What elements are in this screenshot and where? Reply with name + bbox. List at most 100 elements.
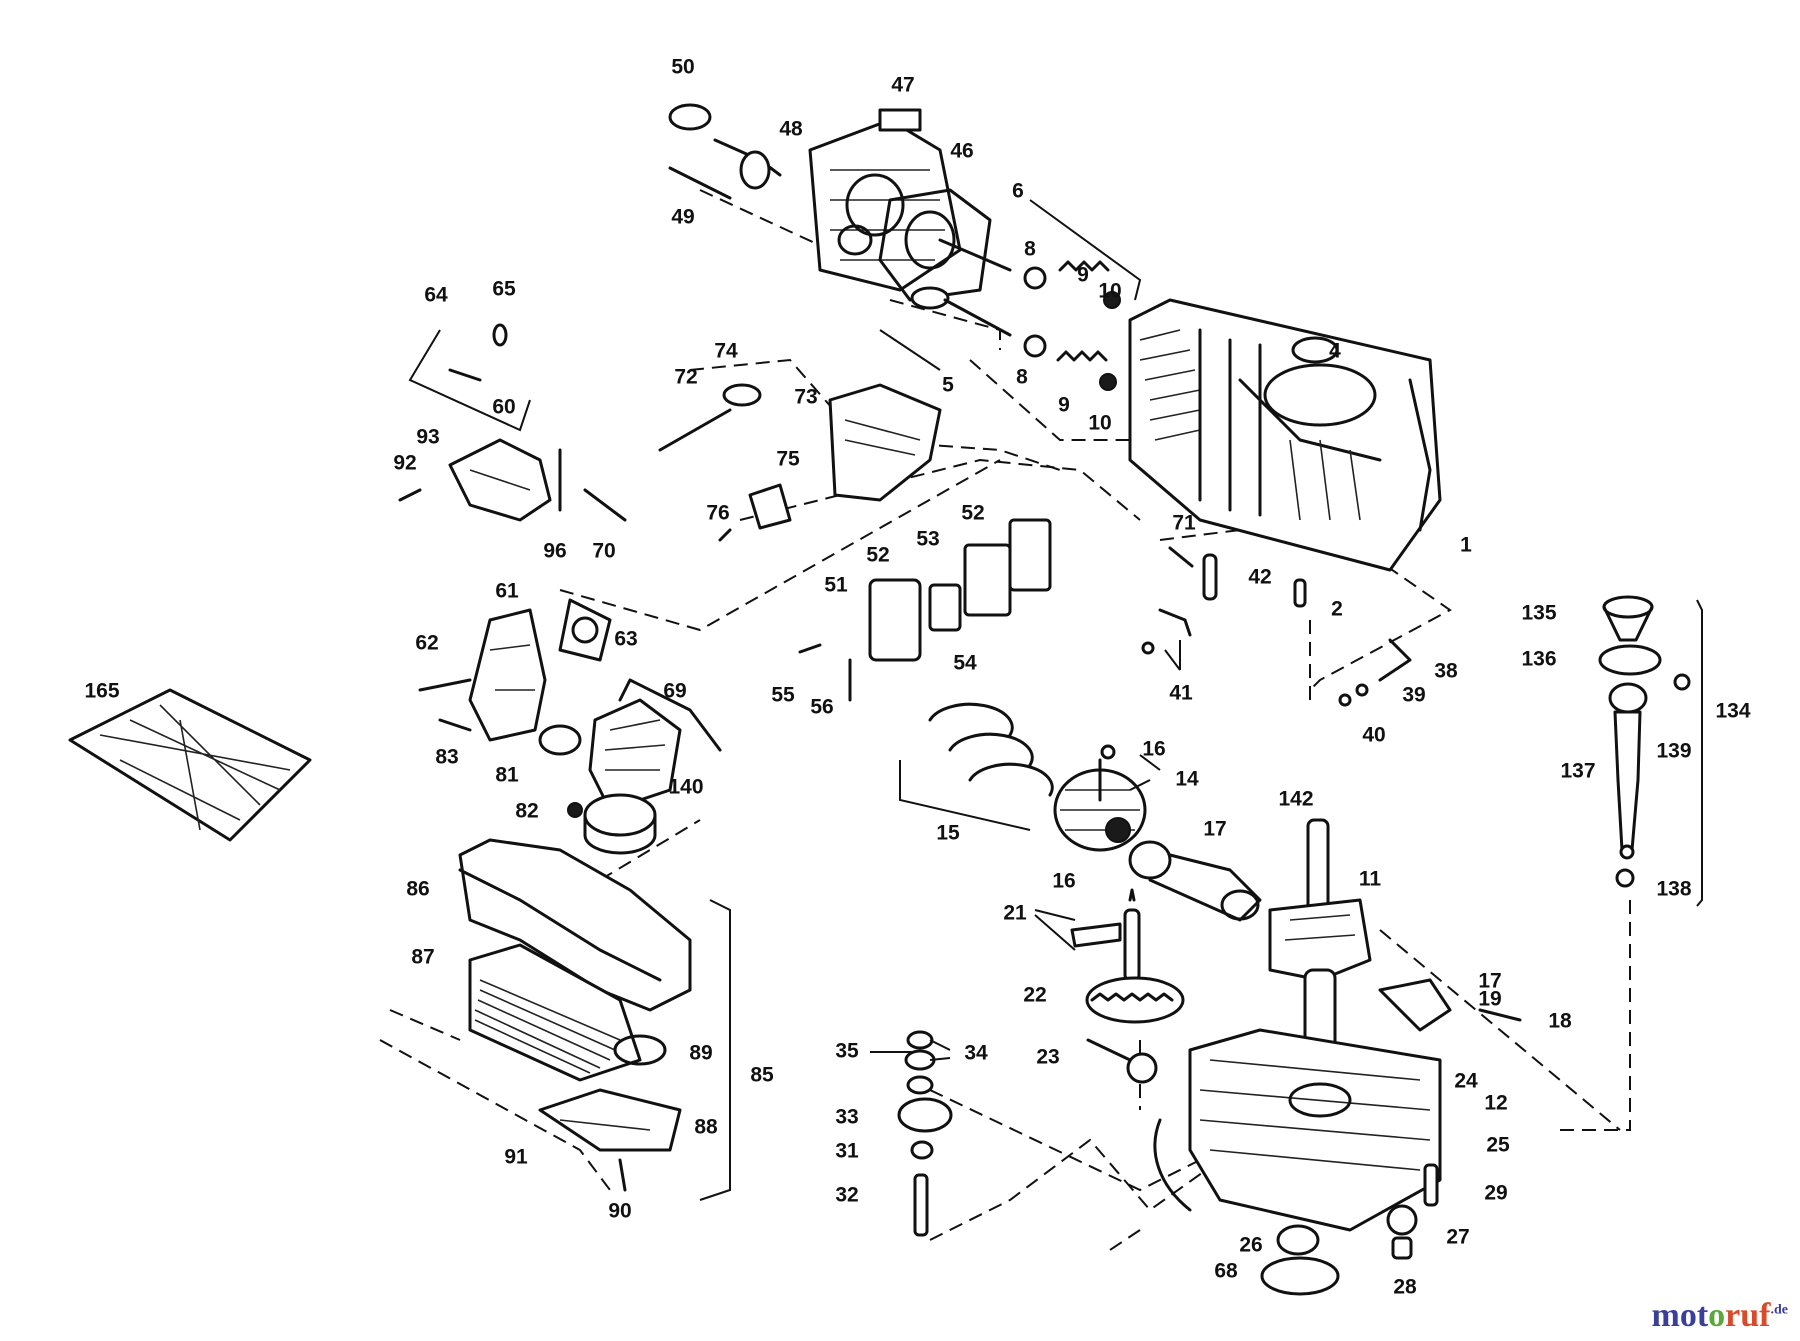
part-label-56: 56 — [810, 696, 833, 719]
valve-assembly-icon — [879, 199, 1142, 391]
breather-assembly-icon — [798, 518, 1052, 702]
piston-icon — [899, 702, 1161, 852]
part-label-11: 11 — [1359, 868, 1382, 891]
part-label-91: 91 — [504, 1146, 528, 1169]
part-label-81: 81 — [495, 764, 519, 787]
part-label-85: 85 — [750, 1064, 774, 1087]
part-label-68: 68 — [1214, 1260, 1238, 1283]
part-label-88: 88 — [694, 1116, 718, 1139]
part-label-165: 165 — [84, 680, 119, 703]
part-label-140: 140 — [668, 776, 703, 799]
part-label-39: 39 — [1402, 684, 1425, 707]
part-label-73: 73 — [794, 386, 817, 409]
part-label-42: 42 — [1248, 566, 1271, 589]
part-label-70: 70 — [592, 540, 615, 563]
part-label-17: 17 — [1478, 970, 1501, 993]
part-label-86: 86 — [406, 878, 429, 901]
governor-gear-icon — [870, 1030, 953, 1237]
part-label-1: 1 — [1460, 534, 1472, 557]
part-label-10: 10 — [1098, 280, 1121, 303]
part-label-49: 49 — [671, 206, 694, 229]
part-label-12: 12 — [1484, 1092, 1507, 1115]
cylinder-block-icon — [1128, 298, 1442, 572]
part-label-63: 63 — [614, 628, 637, 651]
part-label-35: 35 — [835, 1040, 859, 1063]
part-label-62: 62 — [415, 632, 438, 655]
part-label-10: 10 — [1088, 412, 1111, 435]
part-label-139: 139 — [1656, 740, 1691, 763]
dipstick-icon — [1598, 595, 1703, 907]
part-label-53: 53 — [916, 528, 939, 551]
governor-linkage-icon — [398, 323, 627, 522]
part-label-137: 137 — [1560, 760, 1595, 783]
part-label-71: 71 — [1172, 512, 1196, 535]
part-label-31: 31 — [835, 1140, 859, 1163]
part-label-50: 50 — [671, 56, 694, 79]
part-label-90: 90 — [608, 1200, 631, 1223]
part-label-76: 76 — [706, 502, 729, 525]
part-label-40: 40 — [1362, 724, 1385, 747]
part-label-47: 47 — [891, 74, 914, 97]
part-label-26: 26 — [1239, 1234, 1262, 1257]
head-bolt-icon — [668, 166, 732, 200]
part-label-28: 28 — [1393, 1276, 1417, 1299]
part-label-136: 136 — [1521, 648, 1556, 671]
cylinder-head-icon — [808, 108, 962, 292]
part-label-61: 61 — [495, 580, 519, 603]
part-label-22: 22 — [1023, 984, 1046, 1007]
part-label-21: 21 — [1003, 902, 1027, 925]
part-label-142: 142 — [1278, 788, 1313, 811]
head-gasket-icon — [878, 188, 992, 302]
part-label-6: 6 — [1012, 180, 1024, 203]
part-label-96: 96 — [543, 540, 566, 563]
part-label-9: 9 — [1077, 264, 1089, 287]
part-label-16: 16 — [1052, 870, 1075, 893]
part-label-74: 74 — [714, 340, 738, 363]
part-label-24: 24 — [1454, 1070, 1478, 1093]
carburetor-icon — [538, 678, 722, 855]
part-label-55: 55 — [771, 684, 795, 707]
spark-plug-icon — [668, 103, 782, 190]
part-label-38: 38 — [1434, 660, 1458, 683]
part-label-89: 89 — [689, 1042, 712, 1065]
air-filter-icon — [458, 838, 731, 1201]
block-small-parts — [1141, 546, 1412, 707]
part-label-32: 32 — [835, 1184, 858, 1207]
part-label-93: 93 — [416, 426, 439, 449]
part-label-34: 34 — [964, 1042, 988, 1065]
part-label-75: 75 — [776, 448, 800, 471]
part-label-23: 23 — [1036, 1046, 1059, 1069]
part-label-65: 65 — [492, 278, 516, 301]
part-label-29: 29 — [1484, 1182, 1507, 1205]
part-label-17: 17 — [1203, 818, 1226, 841]
crankcase-base-icon — [1153, 1028, 1442, 1296]
part-label-52: 52 — [866, 544, 889, 567]
gasket-sheet-icon — [68, 688, 312, 842]
part-label-27: 27 — [1446, 1226, 1469, 1249]
part-label-51: 51 — [824, 574, 848, 597]
part-label-92: 92 — [393, 452, 416, 475]
part-label-2: 2 — [1331, 598, 1343, 621]
part-label-46: 46 — [950, 140, 973, 163]
part-label-19: 19 — [1478, 988, 1501, 1011]
part-label-15: 15 — [936, 822, 960, 845]
part-label-4: 4 — [1329, 340, 1341, 363]
part-label-82: 82 — [515, 800, 538, 823]
part-label-87: 87 — [411, 946, 434, 969]
part-label-9: 9 — [1058, 394, 1070, 417]
part-label-72: 72 — [674, 366, 697, 389]
part-label-33: 33 — [835, 1106, 858, 1129]
part-label-18: 18 — [1548, 1010, 1572, 1033]
assembly-guide-lines — [379, 189, 1631, 1251]
part-label-5: 5 — [942, 374, 954, 397]
part-label-54: 54 — [953, 652, 977, 675]
part-label-41: 41 — [1169, 682, 1193, 705]
motoruf-watermark: motoruf.de — [1651, 1297, 1788, 1334]
fuel-pump-icon — [418, 598, 612, 742]
camshaft-icon — [1034, 888, 1185, 1084]
part-label-52: 52 — [961, 502, 984, 525]
part-label-60: 60 — [492, 396, 515, 419]
valve-cover-icon — [658, 383, 942, 542]
